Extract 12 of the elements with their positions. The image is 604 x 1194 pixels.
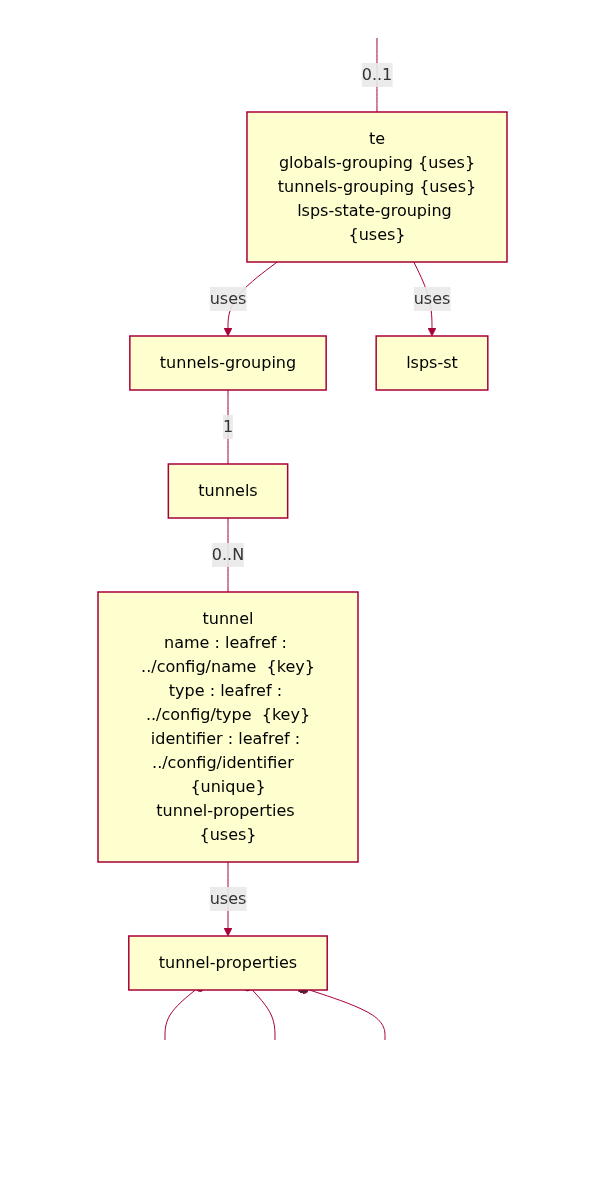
node-box: tunnel-properties — [127, 935, 328, 991]
edge-label: uses — [209, 889, 246, 908]
node-box: tunnel name : leafref : ../config/name {key} type : leafref : ../config/type {key} identifier : leafref : ../config/identifier {unique} tunnel-properties {uses} — [96, 591, 359, 863]
edge-label: uses — [413, 289, 450, 308]
edge-label: 0..1 — [361, 65, 392, 84]
node-box: tunnels — [167, 463, 288, 519]
node-box: lsps-st — [374, 335, 489, 391]
node-box: te globals-grouping {uses} tunnels-grouping {uses} lsps-state-grouping {uses} — [245, 111, 508, 263]
edge-label: 0..N — [211, 545, 244, 564]
node-box: tunnels-grouping — [128, 335, 327, 391]
edge-label: uses — [209, 289, 246, 308]
edge-label: 1 — [222, 417, 233, 436]
